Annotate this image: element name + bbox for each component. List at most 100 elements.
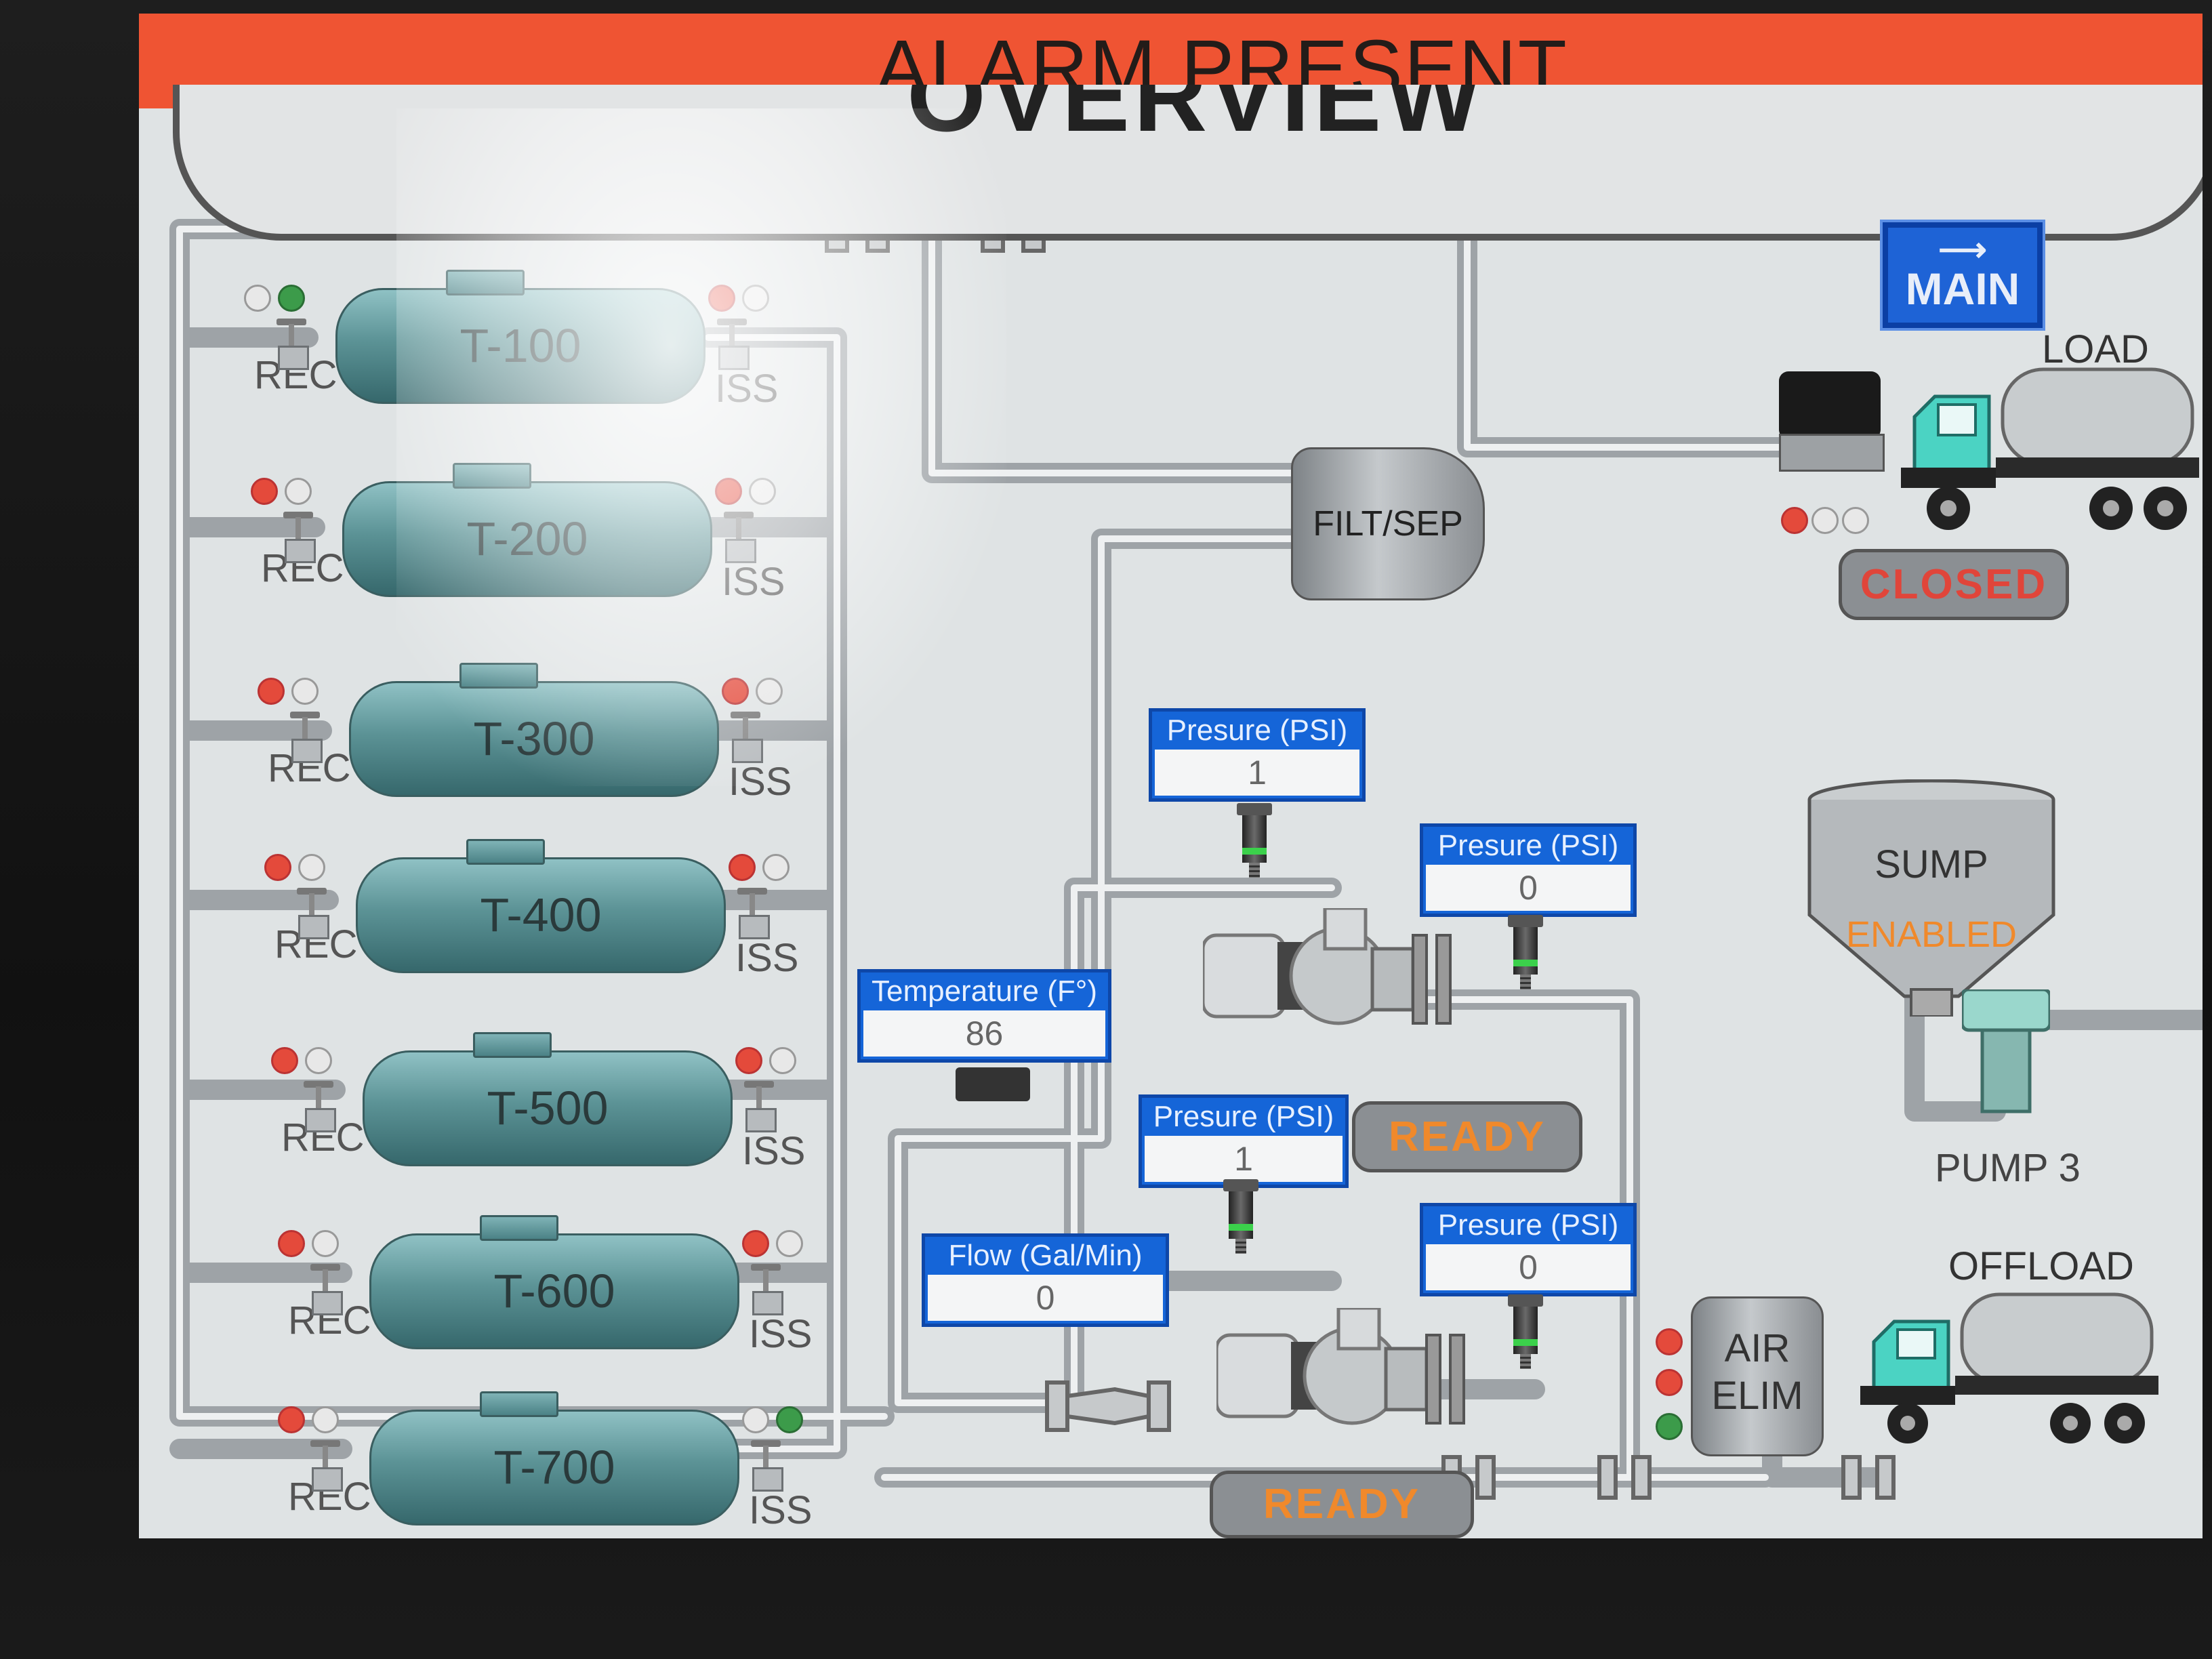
tank-5-rec-lamp-2 [305, 1047, 332, 1074]
tank-2-iss-label: ISS [722, 560, 785, 604]
pump-2-icon[interactable] [1216, 1308, 1467, 1443]
tank-t-200[interactable]: T-200 [342, 463, 712, 597]
tank-5-rec-lamp-1 [271, 1047, 298, 1074]
tank-1-iss-valve[interactable] [712, 319, 752, 370]
pressure-3-label: Presure (PSI) [1153, 1100, 1334, 1133]
air-elim-lamp-1 [1656, 1328, 1683, 1355]
tank-4-rec-lamp-2 [298, 854, 325, 881]
tank-1-iss-lamp-1 [708, 285, 735, 312]
pressure-sensor-2-icon [1508, 915, 1543, 989]
tank-t-600[interactable]: T-600 [369, 1215, 739, 1349]
tank-5-rec-valve[interactable] [298, 1081, 339, 1132]
tank-3-iss-lamp-1 [722, 678, 749, 705]
title-panel: OVERVIEW [173, 85, 2203, 241]
tank-4-rec-valve[interactable] [291, 888, 332, 939]
tank-6-rec-valve[interactable] [305, 1264, 346, 1315]
tank-1-iss-label: ISS [715, 367, 779, 411]
pressure-readout-4[interactable]: Presure (PSI) 0 [1420, 1203, 1637, 1296]
tank-nozzle [480, 1215, 558, 1241]
load-lamp-3 [1842, 507, 1869, 534]
tank-nozzle [459, 663, 538, 689]
tank-3-iss-valve[interactable] [725, 712, 766, 763]
air-elim-label-2: ELIM [1711, 1374, 1803, 1418]
air-elim-label-1: AIR [1724, 1326, 1790, 1370]
tank-4-rec-lamp-1 [264, 854, 291, 881]
pressure-2-label: Presure (PSI) [1437, 829, 1619, 862]
tank-6-rec-lamp-1 [278, 1230, 305, 1257]
tank-1-rec-lamp-2 [278, 285, 305, 312]
tank-7-iss-lamp-1 [742, 1406, 769, 1433]
tank-3-iss-label: ISS [729, 760, 792, 804]
tank-6-iss-lamp-1 [742, 1230, 769, 1257]
tank-t-400[interactable]: T-400 [356, 839, 726, 973]
pressure-4-value: 0 [1426, 1244, 1631, 1290]
offload-truck-icon [1860, 1292, 2158, 1443]
pump-1-icon[interactable] [1203, 908, 1454, 1044]
tank-7-rec-lamp-2 [312, 1406, 339, 1433]
load-status-badge[interactable]: CLOSED [1839, 549, 2069, 620]
tank-label: T-500 [487, 1082, 609, 1134]
tank-t-500[interactable]: T-500 [363, 1032, 733, 1166]
tank-t-300[interactable]: T-300 [349, 663, 719, 797]
temperature-transmitter-icon [956, 1067, 1030, 1101]
pressure-readout-2[interactable]: Presure (PSI) 0 [1420, 823, 1637, 917]
tank-nozzle [446, 270, 525, 295]
pressure-2-value: 0 [1426, 865, 1631, 911]
tank-2-iss-valve[interactable] [718, 512, 759, 563]
pump-2-status-badge[interactable]: READY [1210, 1471, 1474, 1538]
load-valve-actuator [1779, 371, 1881, 439]
tank-label: T-600 [493, 1265, 615, 1317]
tank-7-iss-valve[interactable] [745, 1440, 786, 1492]
tank-3-rec-lamp-2 [291, 678, 319, 705]
pressure-readout-3[interactable]: Presure (PSI) 1 [1139, 1094, 1349, 1188]
tank-6-rec-lamp-2 [312, 1230, 339, 1257]
sump-status[interactable]: ENABLED [1845, 914, 2018, 955]
pressure-4-label: Presure (PSI) [1437, 1208, 1619, 1242]
tank-5-iss-lamp-1 [735, 1047, 762, 1074]
sump-label: SUMP [1875, 842, 1988, 886]
flow-value: 0 [928, 1275, 1163, 1321]
pressure-3-value: 1 [1145, 1136, 1343, 1182]
tank-nozzle [466, 839, 545, 865]
tank-4-iss-label: ISS [735, 936, 799, 980]
air-elim-vessel[interactable]: AIR ELIM [1691, 1296, 1824, 1456]
tank-5-iss-lamp-2 [769, 1047, 796, 1074]
main-button-label: MAIN [1905, 264, 2020, 314]
load-lamp-2 [1811, 507, 1839, 534]
tank-2-rec-lamp-2 [285, 478, 312, 505]
tank-4-iss-lamp-2 [762, 854, 790, 881]
pump-1-status-badge[interactable]: READY [1352, 1101, 1582, 1172]
filt-sep-vessel[interactable]: FILT/SEP [1291, 447, 1485, 600]
tank-5-iss-label: ISS [742, 1129, 806, 1173]
tank-4-iss-valve[interactable] [732, 888, 773, 939]
tank-5-iss-valve[interactable] [739, 1081, 779, 1132]
tank-t-700[interactable]: T-700 [369, 1391, 739, 1525]
arrow-right-icon: ⟶ [1938, 230, 1987, 268]
main-nav-button[interactable]: ⟶ MAIN [1883, 222, 2043, 328]
tank-2-rec-valve[interactable] [278, 512, 319, 563]
pressure-readout-1[interactable]: Presure (PSI) 1 [1149, 708, 1366, 802]
temperature-readout[interactable]: Temperature (F°) 86 [857, 969, 1111, 1063]
pressure-1-value: 1 [1155, 750, 1359, 796]
tank-6-iss-label: ISS [749, 1312, 813, 1356]
offload-label: OFFLOAD [1948, 1244, 2134, 1288]
load-label: LOAD [2042, 327, 2149, 371]
filt-sep-label: FILT/SEP [1313, 504, 1463, 544]
tank-label: T-400 [480, 888, 602, 941]
load-truck-icon [1901, 367, 2199, 530]
tank-1-rec-valve[interactable] [271, 319, 312, 370]
flow-readout[interactable]: Flow (Gal/Min) 0 [922, 1233, 1169, 1327]
tank-nozzle [480, 1391, 558, 1417]
pump3-icon [1962, 989, 2050, 1113]
tank-7-rec-valve[interactable] [305, 1440, 346, 1492]
load-lamp-1 [1781, 507, 1808, 534]
temperature-value: 86 [863, 1010, 1105, 1057]
flow-label: Flow (Gal/Min) [948, 1239, 1143, 1272]
tank-3-rec-valve[interactable] [285, 712, 325, 763]
tank-nozzle [473, 1032, 552, 1058]
page-title: OVERVIEW [907, 85, 1486, 152]
tank-6-iss-valve[interactable] [745, 1264, 786, 1315]
air-elim-lamp-2 [1656, 1369, 1683, 1396]
tank-t-100[interactable]: T-100 [335, 270, 705, 404]
